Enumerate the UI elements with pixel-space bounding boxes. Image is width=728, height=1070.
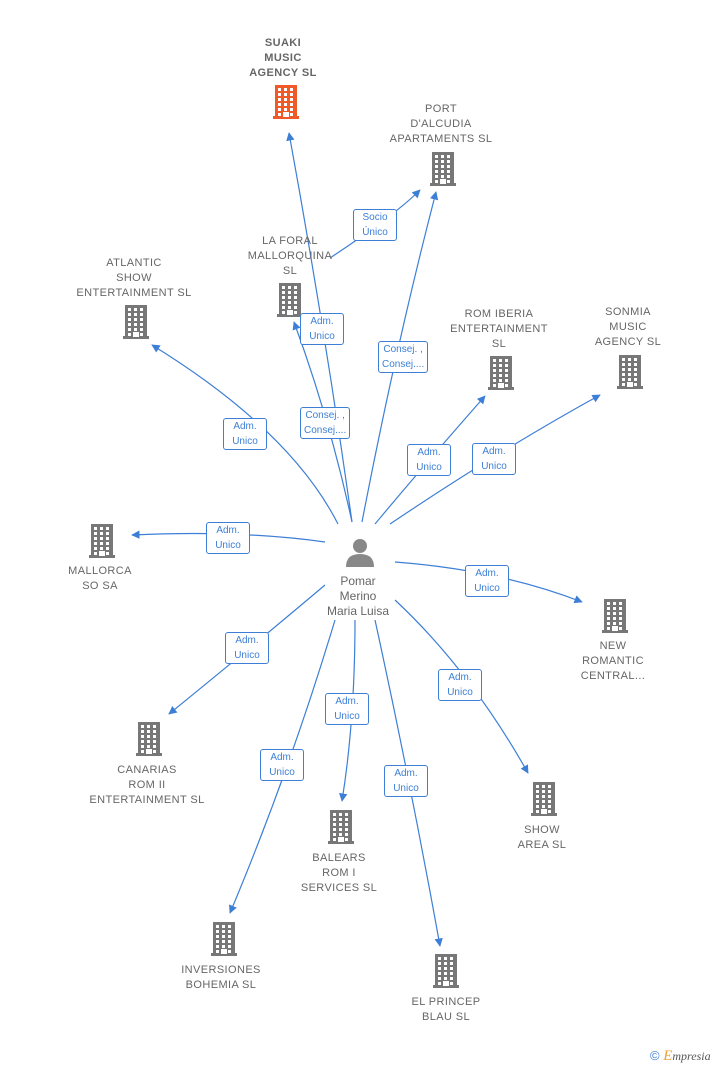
building-icon-princep[interactable] [433,954,459,993]
edge-label-laforal[interactable]: Consej. , Consej.... [300,407,351,439]
company-label-princep[interactable]: EL PRINCEP BLAU SL [411,996,481,1023]
company-label-canarias[interactable]: CANARIAS ROM II ENTERTAINMENT SL [89,764,205,806]
building-icon-suaki[interactable] [273,85,299,124]
company-label-suaki[interactable]: SUAKI MUSIC AGENCY SL [249,37,317,79]
edge-label-atlantic[interactable]: Adm. Unico [223,418,267,450]
edge-label-canarias[interactable]: Adm. Unico [225,632,269,664]
company-label-newromantic[interactable]: NEW ROMANTIC CENTRAL... [580,640,646,682]
company-label-mallorca[interactable]: MALLORCA SO SA [68,565,132,592]
company-label-sonmia[interactable]: SONMIA MUSIC AGENCY SL [594,306,662,348]
building-icon-canarias[interactable] [136,722,162,761]
edge-label-baleares[interactable]: Adm. Unico [325,693,369,725]
building-icon-romiberia[interactable] [488,356,514,395]
building-icon-inversiones[interactable] [211,922,237,961]
building-icon-laforal[interactable] [277,283,303,322]
empresia-credit: © Empresia [650,1048,711,1065]
edge-label-inversiones[interactable]: Adm. Unico [260,749,304,781]
building-icon-newromantic[interactable] [602,599,628,638]
building-icon-atlantic[interactable] [123,305,149,344]
company-label-baleares[interactable]: BALEARS ROM I SERVICES SL [300,852,378,894]
edge-label-sonmia[interactable]: Adm. Unico [472,443,516,475]
building-icon-mallorca[interactable] [89,524,115,563]
edge-label-suaki[interactable]: Adm. Unico [300,313,344,345]
edge-label-port[interactable]: Consej. , Consej.... [378,341,429,373]
person-name[interactable]: Pomar Merino Maria Luisa [326,574,390,618]
company-label-port[interactable]: PORT D'ALCUDIA APARTAMENTS SL [389,103,493,145]
edge-label-show[interactable]: Adm. Unico [438,669,482,701]
person-icon[interactable] [345,537,375,572]
company-label-romiberia[interactable]: ROM IBERIA ENTERTAINMENT SL [450,308,548,350]
company-label-show[interactable]: SHOW AREA SL [517,824,567,851]
edge-label-mallorca[interactable]: Adm. Unico [206,522,250,554]
company-label-laforal[interactable]: LA FORAL MALLORQUINA SL [247,235,333,277]
copyright-icon: © [650,1048,660,1063]
building-icon-sonmia[interactable] [617,355,643,394]
edge-label-romiberia[interactable]: Adm. Unico [407,444,451,476]
edge-label-princep[interactable]: Adm. Unico [384,765,428,797]
building-icon-show[interactable] [531,782,557,821]
company-label-inversiones[interactable]: INVERSIONES BOHEMIA SL [181,964,261,991]
company-label-atlantic[interactable]: ATLANTIC SHOW ENTERTAINMENT SL [76,257,192,299]
edge-label-port[interactable]: Socio Único [353,209,397,241]
building-icon-baleares[interactable] [328,810,354,849]
edge-label-newromantic[interactable]: Adm. Unico [465,565,509,597]
edge-person-atlantic [151,344,339,525]
empresia-logo: Empresia [663,1048,711,1064]
building-icon-port[interactable] [430,152,456,191]
